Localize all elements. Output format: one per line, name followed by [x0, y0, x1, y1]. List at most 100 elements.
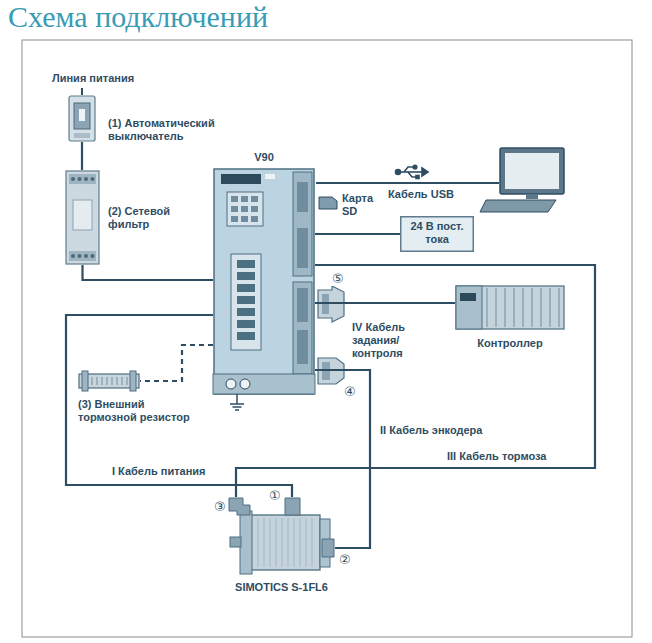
- device-label: Карта SD: [342, 192, 382, 218]
- drawing-part: [97, 377, 98, 385]
- drawing-part: [82, 371, 88, 391]
- device-node: V90: [213, 168, 315, 395]
- drawing-part: [237, 284, 255, 292]
- drawing-part: [130, 371, 136, 391]
- cable-line: [140, 345, 213, 381]
- supply-wire: [81, 88, 83, 95]
- supply-label: Линия питания: [50, 72, 136, 85]
- drawing-part: [237, 272, 255, 280]
- drawing-part: [456, 286, 564, 329]
- diagram-title: Схема подключений: [8, 0, 268, 35]
- drawing-part: [69, 96, 95, 141]
- drawing-part: [297, 330, 308, 364]
- drawing-part: [251, 196, 258, 202]
- drawing-part: [276, 518, 277, 567]
- drawing-part: [416, 176, 419, 179]
- device-node: SIMOTICS S-1FL6: [228, 497, 335, 578]
- device-picture: [318, 196, 338, 210]
- drawing-part: [231, 206, 238, 212]
- drawing-part: [398, 171, 422, 173]
- device-node: (1) Автоматический выключатель: [68, 95, 96, 142]
- drawing-part: [500, 148, 564, 194]
- drawing-part: [233, 406, 242, 408]
- drawing-part: [293, 282, 312, 374]
- callout-number: ③: [213, 500, 227, 514]
- drawing-part: [487, 288, 488, 327]
- drawing-part: [460, 293, 476, 301]
- device-node: Контроллер: [455, 285, 565, 330]
- device-label: SIMOTICS S-1FL6: [218, 581, 345, 594]
- drawing-part: [102, 377, 103, 385]
- drawing-part: [319, 197, 337, 209]
- drawing-part: [396, 170, 401, 175]
- cable-label: I Кабель питания: [110, 465, 229, 478]
- drawing-part: [122, 377, 123, 385]
- drawing-part: [413, 165, 417, 169]
- drawing-part: [230, 537, 241, 547]
- drawing-part: [226, 379, 236, 389]
- drawing-part: [71, 254, 75, 258]
- device-node: (2) Сетевой фильтр: [65, 170, 100, 265]
- device-node: Карта SD: [318, 196, 338, 210]
- drawing-part: [236, 394, 238, 404]
- drawing-part: [73, 200, 92, 230]
- device-node: 24 В пост. тока: [400, 216, 474, 252]
- drawing-part: [265, 174, 275, 179]
- drawing-part: [91, 254, 95, 258]
- drawing-part: [231, 254, 261, 350]
- usb-cable: [316, 165, 499, 183]
- drawing-part: [297, 228, 308, 268]
- device-picture: [455, 285, 565, 330]
- drawing-part: [235, 409, 239, 411]
- drawing-part: [523, 288, 524, 327]
- drawing-part: [404, 167, 414, 172]
- drawing-part: [285, 498, 300, 515]
- drawing-part: [229, 498, 250, 515]
- drawing-part: [240, 511, 252, 574]
- drawing-part: [92, 377, 93, 385]
- drawing-part: [250, 515, 320, 570]
- device-label: V90: [213, 151, 315, 164]
- drawing-part: [293, 172, 312, 276]
- drawing-part: [214, 169, 314, 394]
- device-picture: [213, 168, 315, 395]
- drawing-part: [78, 254, 82, 258]
- drawing-part: [401, 217, 474, 252]
- drawing-part: [231, 216, 238, 222]
- drawing-part: [251, 206, 258, 212]
- drawing-part: [237, 260, 255, 268]
- drawing-part: [322, 539, 334, 557]
- drawing-part: [541, 288, 542, 327]
- drawing-part: [127, 377, 128, 385]
- drawing-part: [559, 288, 560, 327]
- drawing-part: [71, 177, 75, 181]
- drawing-part: [514, 288, 515, 327]
- device-picture: [78, 370, 140, 392]
- drawing-part: [84, 254, 88, 258]
- drawing-part: [79, 109, 85, 121]
- cable-line: [315, 233, 400, 235]
- drawing-part: [213, 374, 315, 394]
- device-picture: [68, 95, 96, 142]
- cable-line: [315, 302, 455, 304]
- drawing-part: [237, 296, 255, 304]
- drawing-part: [66, 171, 99, 264]
- drawing-part: [251, 216, 258, 222]
- drawing-part: [480, 200, 556, 212]
- drawing-part: [69, 251, 96, 261]
- drawing-part: [237, 332, 255, 340]
- drawing-part: [74, 103, 90, 129]
- drawing-part: [237, 308, 255, 316]
- drawing-part: [422, 168, 428, 176]
- drawing-part: [532, 288, 533, 327]
- callout-number: ④: [343, 385, 357, 399]
- usb-label: Кабель USB: [386, 188, 456, 201]
- drawing-part: [270, 518, 271, 567]
- device-label: Контроллер: [455, 337, 565, 350]
- cable-label: II Кабель энкодера: [378, 424, 507, 437]
- drawing-part: [230, 403, 244, 405]
- drawing-part: [107, 377, 108, 385]
- computer-icon: [480, 148, 564, 212]
- cable-label: III Кабель тормоза: [445, 450, 569, 463]
